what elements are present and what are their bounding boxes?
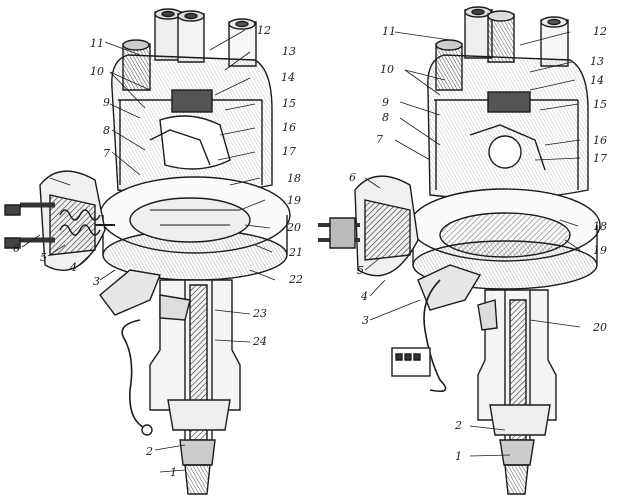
right-callout-11: 11 [382, 25, 396, 38]
right-callout-8: 8 [382, 111, 389, 124]
right-distributor [318, 6, 601, 495]
left-callout-15: 15 [282, 97, 296, 110]
left-callout-6: 6 [13, 242, 20, 255]
right-callout-17: 17 [593, 152, 607, 165]
left-callout-1: 1 [170, 466, 177, 479]
right-callout-18: 18 [593, 220, 607, 233]
left-callout-5: 5 [40, 251, 47, 264]
right-callout-3: 3 [362, 314, 369, 327]
right-callout-19: 19 [593, 244, 607, 257]
right-callout-4: 4 [361, 290, 368, 303]
right-distributor-cap [427, 54, 589, 200]
right-callout-5: 5 [357, 264, 364, 277]
left-callout-23: 23 [253, 307, 267, 320]
left-distributor [4, 8, 291, 495]
left-callout-12: 12 [257, 24, 271, 37]
left-callout-11: 11 [90, 37, 104, 50]
left-leader-lines [21, 29, 276, 473]
right-callout-16: 16 [593, 134, 607, 147]
left-callout-7: 7 [103, 147, 110, 160]
left-spring-clip [99, 269, 161, 316]
left-callout-21: 21 [289, 246, 303, 259]
right-callout-20: 20 [593, 321, 607, 334]
left-callout-20: 20 [287, 221, 301, 234]
right-callout-10: 10 [380, 63, 394, 76]
left-callout-4: 4 [70, 261, 77, 274]
right-wire-harness [423, 279, 447, 393]
left-callout-17: 17 [282, 145, 296, 158]
left-callout-19: 19 [287, 194, 301, 207]
right-callout-2: 2 [455, 419, 462, 432]
right-callout-1: 1 [455, 450, 462, 463]
left-callout-18: 18 [287, 172, 301, 185]
right-spring-clip [417, 264, 482, 311]
left-callout-10: 10 [90, 65, 104, 78]
right-callout-6: 6 [349, 171, 356, 184]
right-callout-15: 15 [593, 98, 607, 111]
left-ground-wire [121, 319, 146, 429]
right-callout-9: 9 [382, 96, 389, 109]
left-vacuum-advance-unit [4, 170, 115, 271]
right-callout-7: 7 [376, 133, 383, 146]
left-callout-16: 16 [282, 121, 296, 134]
right-callout-12: 12 [593, 25, 607, 38]
right-callout-14: 14 [590, 74, 604, 87]
left-callout-22: 22 [289, 273, 303, 286]
left-callout-9: 9 [103, 96, 110, 109]
right-shaft-housing [477, 289, 557, 495]
right-leader-lines [364, 31, 581, 457]
left-callout-14: 14 [281, 71, 295, 84]
right-vacuum-advance-unit [318, 175, 419, 277]
left-callout-2: 2 [146, 445, 153, 458]
left-callout-24: 24 [253, 335, 267, 348]
right-connector-plug [391, 347, 431, 377]
left-callout-3: 3 [93, 275, 100, 288]
left-callout-8: 8 [103, 124, 110, 137]
right-callout-13: 13 [590, 55, 604, 68]
left-callout-13: 13 [282, 45, 296, 58]
